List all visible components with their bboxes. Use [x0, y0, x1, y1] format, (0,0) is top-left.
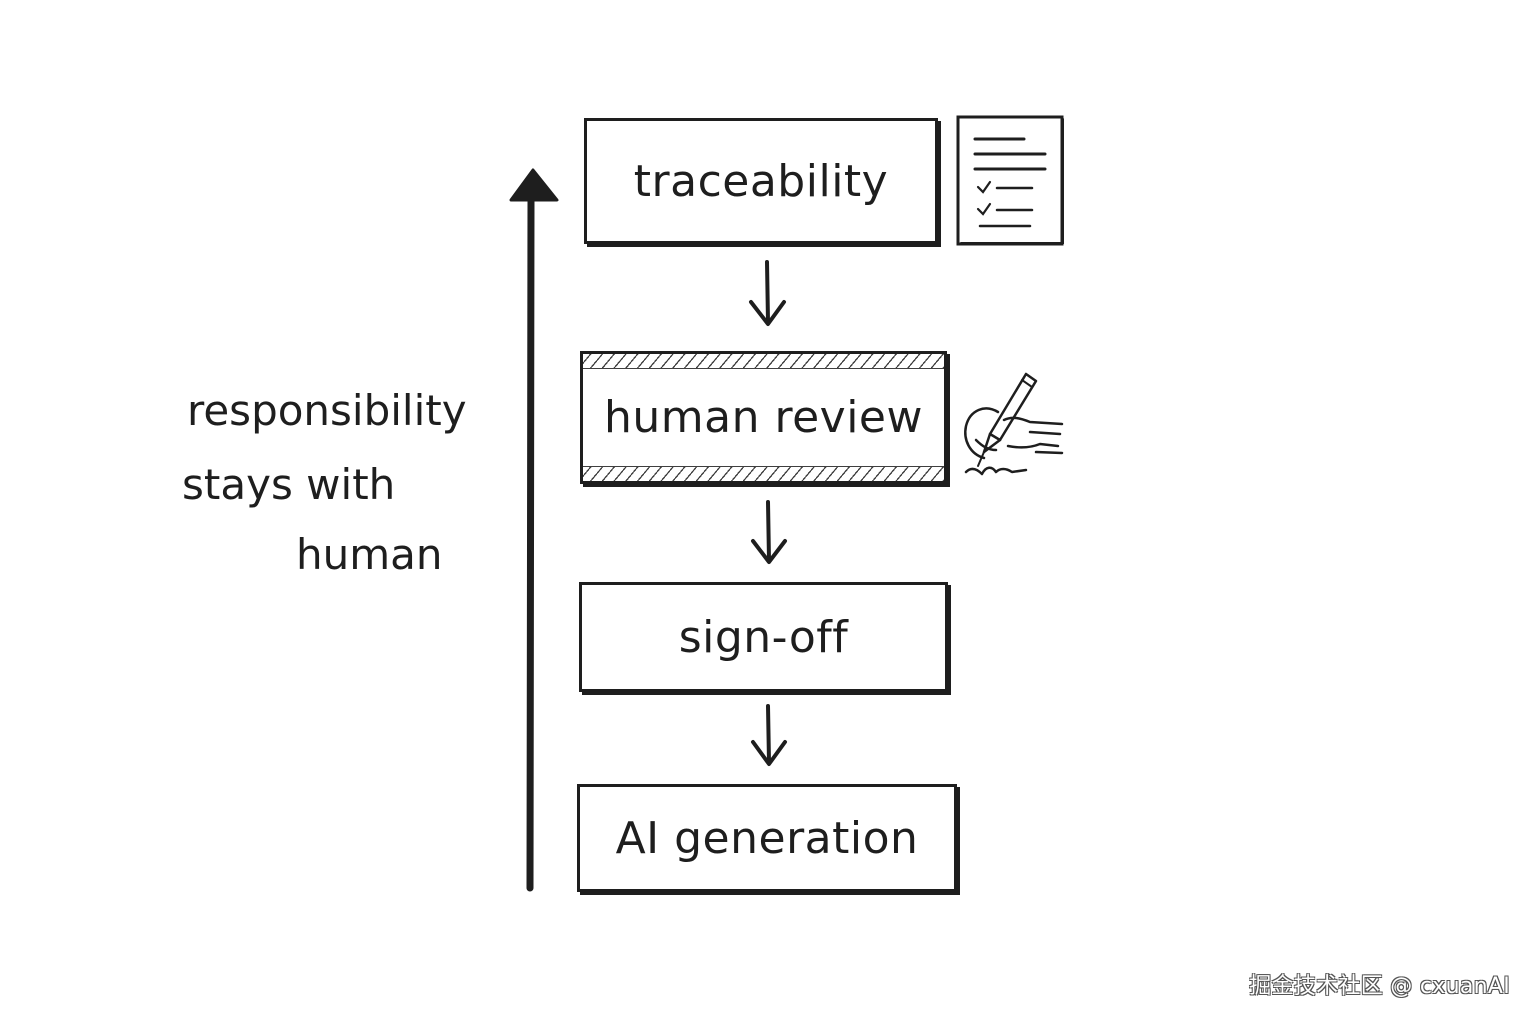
- side-note-line: responsibility: [187, 386, 467, 435]
- flow-arrow-traceability-to-review: [749, 260, 786, 326]
- hatch-band-top: [583, 354, 944, 369]
- hand-writing-pen-icon: [964, 372, 1064, 476]
- responsibility-arrow: [509, 168, 559, 892]
- watermark: 掘金技术社区 @ cxuanAI: [1249, 974, 1510, 999]
- step-label-human-review: human review: [604, 392, 923, 443]
- step-box-sign-off: sign-off: [579, 582, 948, 692]
- hatch-band-bottom: [583, 466, 944, 481]
- step-box-ai-generation: AI generation: [577, 784, 957, 892]
- step-box-traceability: traceability: [584, 118, 938, 244]
- flow-arrow-review-to-signoff: [751, 500, 787, 564]
- checklist-document-icon: [956, 115, 1064, 246]
- side-note-line: human: [296, 530, 443, 579]
- step-label-ai-generation: AI generation: [615, 812, 919, 864]
- step-box-human-review: human review: [580, 351, 947, 484]
- flow-arrow-signoff-to-ai: [751, 704, 787, 766]
- side-note-line: stays with: [182, 460, 396, 509]
- step-label-sign-off: sign-off: [678, 611, 849, 663]
- step-label-traceability: traceability: [633, 155, 889, 207]
